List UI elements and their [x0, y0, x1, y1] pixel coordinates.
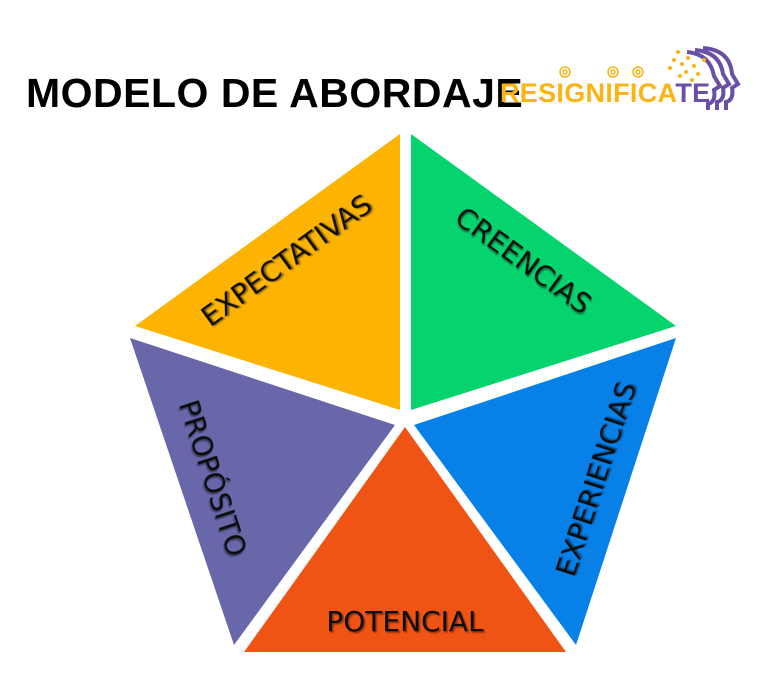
- logo-text: RESIGNIFICATE: [500, 78, 710, 109]
- resignificate-logo: RESIGNIFICATE: [498, 44, 748, 114]
- segment-creencias: [411, 134, 676, 410]
- logo-text-accent: TE: [675, 78, 711, 108]
- logo-text-main: RESIGNIFICA: [500, 78, 676, 108]
- page-title: MODELO DE ABORDAJE: [26, 70, 524, 116]
- label-potencial: POTENCIAL: [326, 605, 484, 638]
- segment-proposito: [130, 338, 395, 645]
- segment-potencial: [244, 427, 566, 652]
- segment-expectativas: [135, 134, 400, 410]
- logo-graphic-icon: [559, 46, 741, 110]
- segment-experiencias: [414, 338, 676, 645]
